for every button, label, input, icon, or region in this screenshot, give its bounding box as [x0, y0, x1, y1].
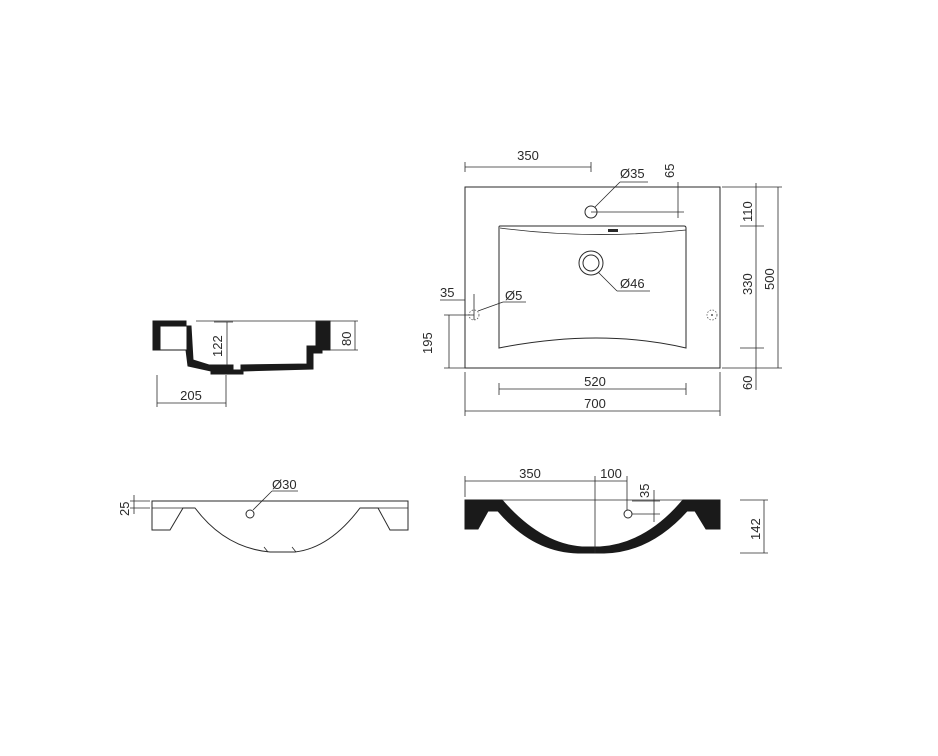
- dim-80: 80: [339, 332, 354, 346]
- dim-65: 65: [662, 164, 677, 178]
- front-view: Ø30 25: [117, 477, 409, 553]
- dim-330: 330: [740, 273, 755, 295]
- side-section-view: 122 80 205: [152, 320, 358, 407]
- dim-500: 500: [762, 268, 777, 290]
- dim-520: 520: [584, 374, 606, 389]
- dim-section-100: 100: [600, 466, 622, 481]
- side-section-profile: [152, 320, 331, 375]
- dim-front-hole-dia: Ø30: [272, 477, 297, 492]
- front-overflow-hole: [245, 509, 255, 519]
- dim-drain-dia: Ø46: [620, 276, 645, 291]
- dim-60: 60: [740, 376, 755, 390]
- dim-tap-dia: Ø35: [620, 166, 645, 181]
- overflow-right-dot: [711, 314, 713, 316]
- drain-inner: [582, 254, 600, 272]
- dim-section-35: 35: [637, 484, 652, 498]
- dim-35-overflow: 35: [440, 285, 454, 300]
- dim-195: 195: [420, 332, 435, 354]
- dim-section-350: 350: [519, 466, 541, 481]
- front-section-view: 350 100 35 142: [464, 466, 768, 554]
- dim-25: 25: [117, 502, 132, 516]
- overflow-right: [706, 309, 718, 321]
- front-section-profile: [464, 499, 721, 554]
- basin-outline: [464, 186, 721, 369]
- dim-205: 205: [180, 388, 202, 403]
- front-outline: [151, 500, 409, 553]
- bowl-outline: [498, 225, 687, 349]
- dim-110: 110: [740, 201, 755, 222]
- dim-700: 700: [584, 396, 606, 411]
- dim-overflow-dia: Ø5: [505, 288, 522, 303]
- dim-section-142: 142: [748, 518, 763, 540]
- bowl-inner-line: [499, 227, 687, 235]
- top-view: 350 Ø35 65 Ø46 35 Ø5 195 520: [420, 148, 782, 416]
- drain-outer: [578, 250, 604, 276]
- section-overflow-hole: [623, 509, 633, 519]
- drain-slot: [608, 229, 618, 232]
- dim-122: 122: [210, 335, 225, 357]
- dim-350-top: 350: [517, 148, 539, 163]
